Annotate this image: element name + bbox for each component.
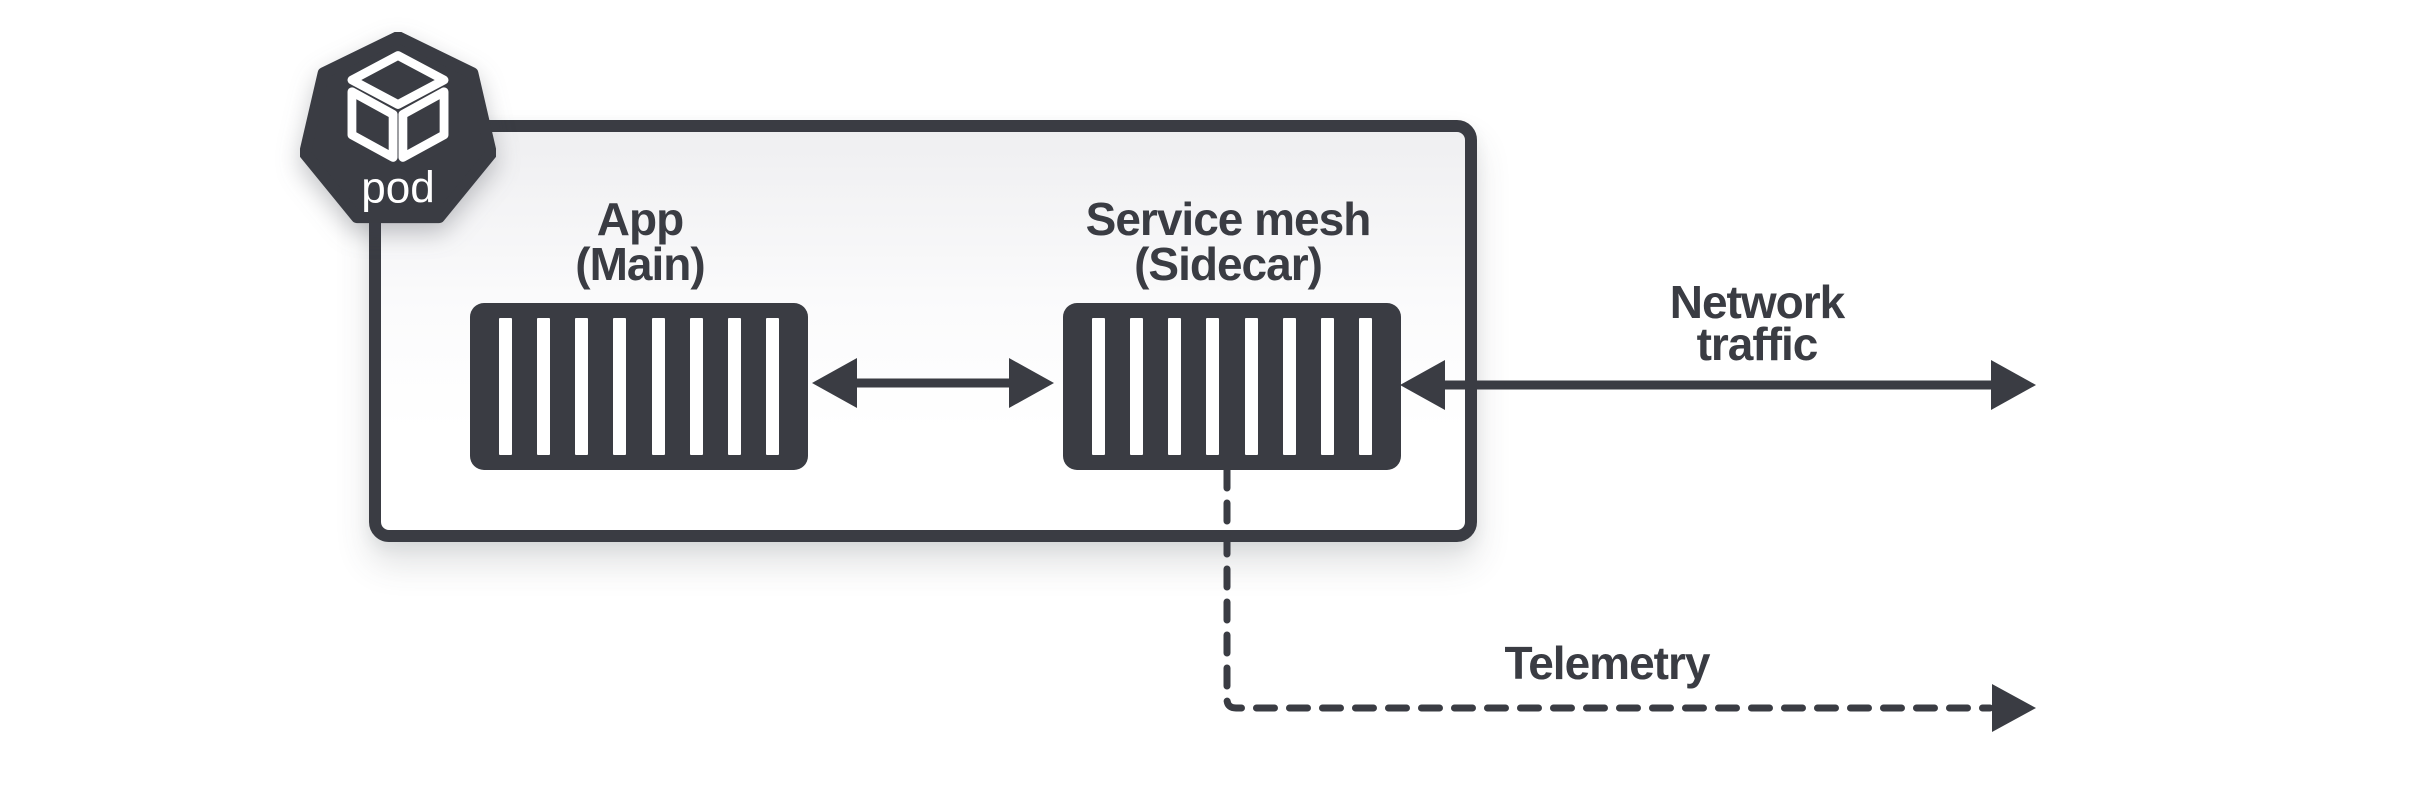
container-stripe (1320, 318, 1334, 455)
pod-cube-icon (347, 51, 449, 162)
container-stripe (575, 318, 589, 455)
container-stripe (1206, 318, 1220, 455)
app-container-icon (470, 303, 808, 470)
container-stripe (1168, 318, 1182, 455)
network-label-line1: Network (1669, 276, 1845, 328)
container-stripe (765, 318, 779, 455)
container-stripe (613, 318, 627, 455)
container-stripe (1282, 318, 1296, 455)
network-label-line2: traffic (1696, 318, 1819, 370)
container-stripe (537, 318, 551, 455)
pod-badge-label: pod (361, 164, 435, 213)
container-stripe (1130, 318, 1144, 455)
network-traffic-label: Network traffic (1669, 276, 1845, 370)
arrowhead-right-icon (1991, 360, 2036, 410)
telemetry-label: Telemetry (1504, 637, 1711, 689)
app-label-line2: (Main) (575, 238, 705, 290)
container-stripe (499, 318, 512, 455)
app-container-label: App (Main) (575, 193, 705, 290)
sidecar-label-line1: Service mesh (1085, 193, 1372, 245)
telemetry-label-line1: Telemetry (1504, 637, 1711, 689)
kubernetes-pod-badge: pod (300, 32, 496, 224)
container-stripe (689, 318, 703, 455)
sidecar-container-icon (1063, 303, 1401, 470)
container-stripe (1244, 318, 1258, 455)
container-stripe (1358, 318, 1372, 455)
sidecar-label-line2: (Sidecar) (1134, 238, 1323, 290)
app-label-line1: App (596, 193, 684, 245)
sidecar-container-label: Service mesh (Sidecar) (1085, 193, 1372, 290)
container-stripe (1092, 318, 1105, 455)
arrowhead-right-icon (1992, 684, 2036, 732)
container-stripe (651, 318, 665, 455)
container-stripe (727, 318, 741, 455)
